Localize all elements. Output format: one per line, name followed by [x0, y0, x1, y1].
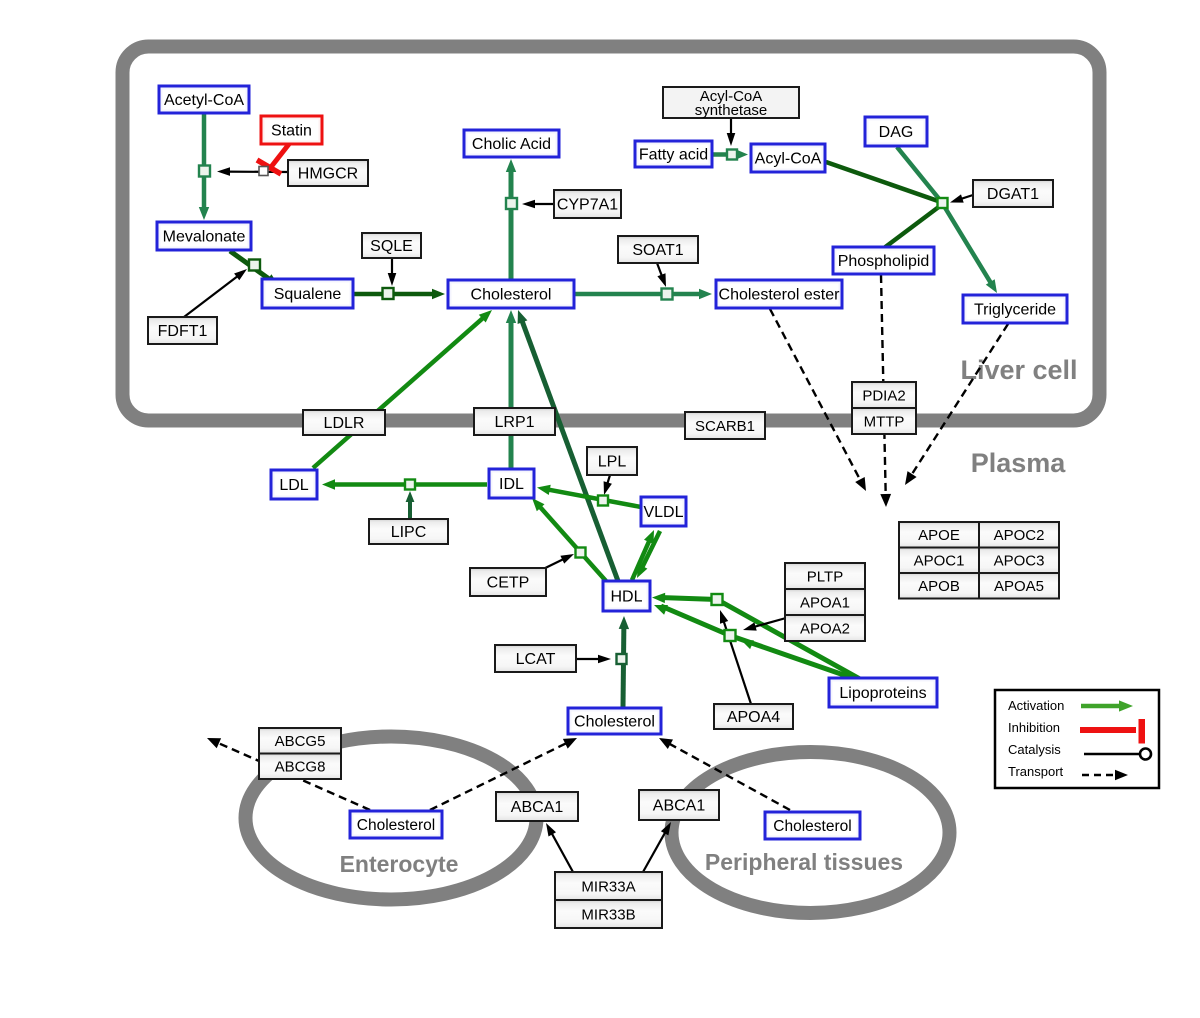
svg-text:Inhibition: Inhibition [1008, 720, 1060, 735]
svg-text:APOA1: APOA1 [800, 594, 850, 611]
svg-text:Enterocyte: Enterocyte [340, 851, 459, 877]
svg-text:PLTP: PLTP [807, 568, 843, 585]
svg-text:Acyl-CoA: Acyl-CoA [755, 151, 822, 168]
svg-text:SCARB1: SCARB1 [695, 418, 755, 435]
svg-text:ABCA1: ABCA1 [653, 798, 706, 815]
svg-text:Squalene: Squalene [274, 286, 342, 303]
svg-text:ABCG5: ABCG5 [275, 733, 326, 750]
svg-text:DAG: DAG [879, 124, 914, 141]
svg-text:Cholic Acid: Cholic Acid [472, 136, 551, 153]
svg-text:PDIA2: PDIA2 [862, 387, 905, 404]
svg-text:MIR33A: MIR33A [581, 878, 635, 895]
svg-text:APOA5: APOA5 [994, 578, 1044, 595]
svg-text:Phospholipid: Phospholipid [838, 253, 930, 270]
svg-text:HMGCR: HMGCR [298, 166, 358, 183]
svg-text:Cholesterol: Cholesterol [574, 714, 655, 731]
svg-text:APOE: APOE [918, 527, 960, 544]
svg-text:SOAT1: SOAT1 [632, 242, 683, 259]
svg-text:SQLE: SQLE [370, 238, 413, 255]
svg-text:APOC1: APOC1 [914, 553, 965, 570]
svg-text:Cholesterol ester: Cholesterol ester [719, 287, 841, 304]
svg-text:Peripheral tissues: Peripheral tissues [705, 849, 903, 875]
svg-text:APOA2: APOA2 [800, 620, 850, 637]
svg-text:APOC2: APOC2 [994, 527, 1045, 544]
svg-text:LCAT: LCAT [516, 651, 556, 668]
svg-text:DGAT1: DGAT1 [987, 186, 1039, 203]
svg-text:CETP: CETP [487, 575, 530, 592]
svg-text:Plasma: Plasma [971, 448, 1067, 478]
svg-text:Cholesterol: Cholesterol [357, 817, 435, 834]
svg-text:Mevalonate: Mevalonate [163, 229, 246, 246]
svg-text:Lipoproteins: Lipoproteins [839, 685, 926, 702]
svg-text:LDLR: LDLR [324, 415, 365, 432]
svg-text:Acetyl-CoA: Acetyl-CoA [164, 92, 244, 109]
svg-text:Fatty acid: Fatty acid [639, 147, 708, 164]
svg-text:Statin: Statin [271, 123, 312, 140]
svg-text:Cholesterol: Cholesterol [471, 287, 552, 304]
svg-text:LIPC: LIPC [391, 524, 427, 541]
svg-text:APOC3: APOC3 [994, 553, 1045, 570]
svg-text:HDL: HDL [610, 589, 642, 606]
svg-text:APOB: APOB [918, 578, 960, 595]
svg-text:Cholesterol: Cholesterol [773, 818, 851, 835]
svg-text:LRP1: LRP1 [494, 414, 534, 431]
svg-text:Catalysis: Catalysis [1008, 742, 1061, 757]
svg-text:Triglyceride: Triglyceride [974, 302, 1056, 319]
svg-text:Transport: Transport [1008, 764, 1064, 779]
svg-text:MTTP: MTTP [864, 413, 905, 430]
svg-text:MIR33B: MIR33B [581, 906, 635, 923]
svg-text:CYP7A1: CYP7A1 [557, 197, 618, 214]
svg-text:VLDL: VLDL [643, 504, 683, 521]
svg-text:ABCG8: ABCG8 [275, 759, 326, 776]
svg-text:Activation: Activation [1008, 698, 1064, 713]
svg-text:LPL: LPL [598, 454, 627, 471]
svg-text:synthetase: synthetase [695, 102, 768, 119]
svg-text:IDL: IDL [499, 476, 524, 493]
svg-text:ABCA1: ABCA1 [511, 799, 564, 816]
svg-text:FDFT1: FDFT1 [158, 323, 208, 340]
svg-text:LDL: LDL [279, 477, 308, 494]
svg-text:APOA4: APOA4 [727, 709, 780, 726]
